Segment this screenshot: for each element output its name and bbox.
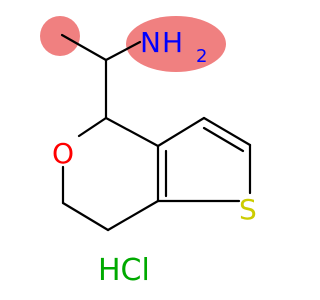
amine-hydrogen-count: 2 <box>196 46 207 67</box>
amine-highlight <box>126 16 226 72</box>
bond-c4-oxygen <box>77 116 108 138</box>
bond-c1-nitrogen <box>104 40 142 62</box>
amine-hydrogen-label: H <box>162 26 183 59</box>
sulfur-label: S <box>239 193 257 226</box>
bond-c3a-c3 <box>156 116 206 148</box>
bond-ch2-ch2 <box>61 201 110 232</box>
oxygen-label: O <box>52 137 74 170</box>
bonds <box>60 33 252 232</box>
methyl-highlight <box>40 16 80 56</box>
bond-c3-c2 <box>202 116 252 147</box>
structure-drawing: N H 2 O S HCl <box>40 16 257 288</box>
bond-methyl-c1 <box>60 33 108 62</box>
salt-label: HCl <box>98 253 150 288</box>
molecule-canvas: N H 2 O S HCl <box>40 16 257 288</box>
nitrogen-label: N <box>140 26 161 59</box>
bond-ch2-c7a <box>106 199 160 232</box>
bond-c3-c2-double <box>202 126 245 153</box>
bond-c3a-c4 <box>104 116 160 148</box>
